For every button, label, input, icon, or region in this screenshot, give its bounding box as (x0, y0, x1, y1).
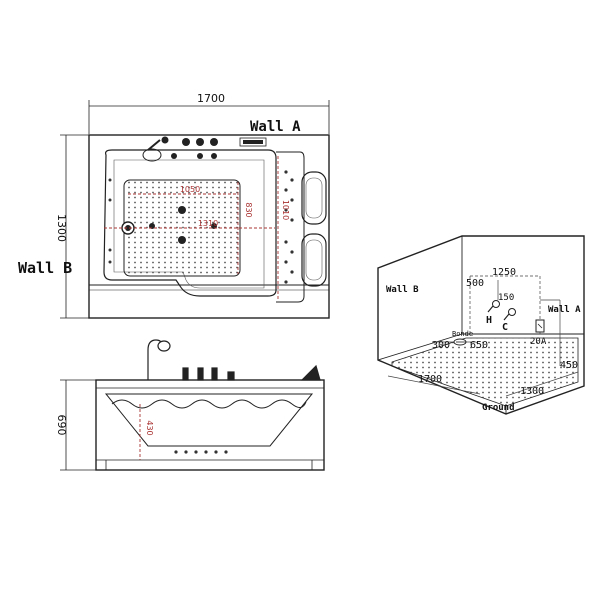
room-cold-label: C (502, 322, 508, 333)
dim-150: 150 (498, 293, 514, 303)
side-height-label: 690 (55, 415, 68, 436)
top-view: 1700 1300 (18, 92, 330, 319)
glass-panel (104, 393, 314, 447)
room-floor (391, 337, 579, 407)
tub-outline (88, 134, 330, 319)
top-width-label: 1700 (197, 92, 225, 105)
headrest-top (301, 171, 327, 225)
room-hot-label: H (486, 315, 492, 326)
tap-cold-icon (503, 308, 516, 321)
control-panel (142, 136, 267, 162)
room-view: Wall B Wall A Ground Bonde H C 20A 1250 … (377, 235, 585, 415)
bonde-icon (453, 338, 467, 346)
dim-430: 430 (145, 420, 154, 435)
top-height-label: 1300 (55, 214, 68, 242)
wall-a-label: Wall A (250, 119, 301, 135)
dim-1310: 1310 (198, 219, 218, 228)
room-ground: Ground (482, 403, 515, 413)
dim-1300: 1300 (520, 386, 544, 397)
side-view: 690 430 (55, 339, 325, 471)
tap-hot-icon (487, 300, 500, 313)
dim-650: 650 (470, 340, 488, 351)
wall-b-label: Wall B (18, 259, 72, 277)
room-wall-a: Wall A (548, 305, 581, 315)
dim-500: 500 (466, 278, 484, 289)
room-20a: 20A (530, 337, 547, 347)
dim-1250: 1250 (492, 267, 516, 278)
faucet-set (147, 339, 321, 381)
dim-830: 830 (244, 202, 253, 217)
dim-1700: 1700 (418, 374, 442, 385)
dim-300: 300 (432, 340, 450, 351)
dim-450: 450 (560, 360, 578, 371)
room-wall-b: Wall B (386, 285, 419, 295)
tub-side-body (95, 379, 325, 471)
dim-1050: 1050 (180, 185, 200, 194)
dim-1010: 1010 (281, 200, 290, 220)
water-wave (111, 399, 307, 409)
tub-basin (103, 149, 277, 297)
room-bonde: Bonde (452, 330, 473, 338)
headrest-bottom (301, 233, 327, 287)
